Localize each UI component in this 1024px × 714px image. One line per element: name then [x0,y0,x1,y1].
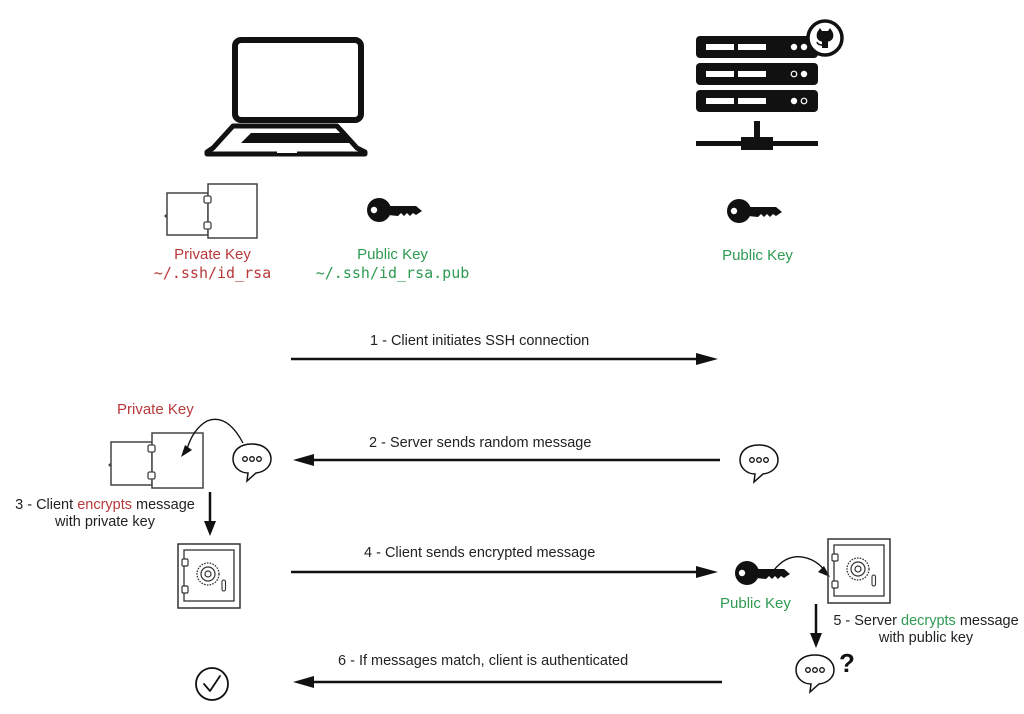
decrypted-message-bubble-icon [795,654,835,694]
step-6-label: 6 - If messages match, client is authent… [338,653,629,669]
step-5-label: 5 - Server decrypts message with public … [826,613,1024,647]
step-5-curved-arrow [773,556,830,577]
step-2-curved-arrow [181,418,244,457]
step-5-highlight: decrypts [901,613,956,629]
step-3-highlight: encrypts [77,497,132,513]
step-1-label: 1 - Client initiates SSH connection [370,333,590,349]
step-4-label: 4 - Client sends encrypted message [364,545,596,561]
step-6-arrow [293,676,722,688]
step-3-line2: with private key [55,514,155,530]
step-2-arrow [293,454,720,466]
step-5-public-key-label: Public Key [720,595,791,612]
client-public-key-path: ~/.ssh/id_rsa.pub [315,264,470,282]
laptop-icon [204,37,368,157]
checkmark-circle-icon [195,667,229,701]
step-5-line2: with public key [878,630,974,646]
question-mark: ? [839,648,855,678]
step-5-post: message [955,613,1019,629]
step-5-arrow [810,604,822,648]
step-3-label: 3 - Client encrypts message with private… [5,497,205,531]
client-private-key-path: ~/.ssh/id_rsa [153,264,272,282]
private-key-door-icon [164,183,258,239]
step-2-label: 2 - Server sends random message [369,435,592,451]
client-private-key-label: Private Key [174,246,251,263]
step-3-post: message [132,497,195,513]
step-2-private-key-door-icon [108,432,204,489]
client-public-key-icon [367,198,422,222]
server-decrypted-safe-icon [827,538,891,604]
step-5-pre: 5 - Server [833,613,901,629]
step-1-arrow [291,353,718,365]
server-step4-key-icon [735,561,790,585]
step-3-pre: 3 - Client [15,497,78,513]
client-encrypted-safe-icon [177,543,241,609]
step-2-private-key-label: Private Key [117,401,194,418]
server-message-bubble-icon [739,444,779,484]
github-octocat-icon [806,19,844,57]
server-public-key-label: Public Key [722,247,793,264]
server-rack-icon [696,36,818,150]
step-3-arrow [204,492,216,536]
client-public-key-label: Public Key [357,246,428,263]
step-4-arrow [291,566,718,578]
client-message-bubble-icon [232,443,272,483]
server-public-key-icon [727,199,782,223]
